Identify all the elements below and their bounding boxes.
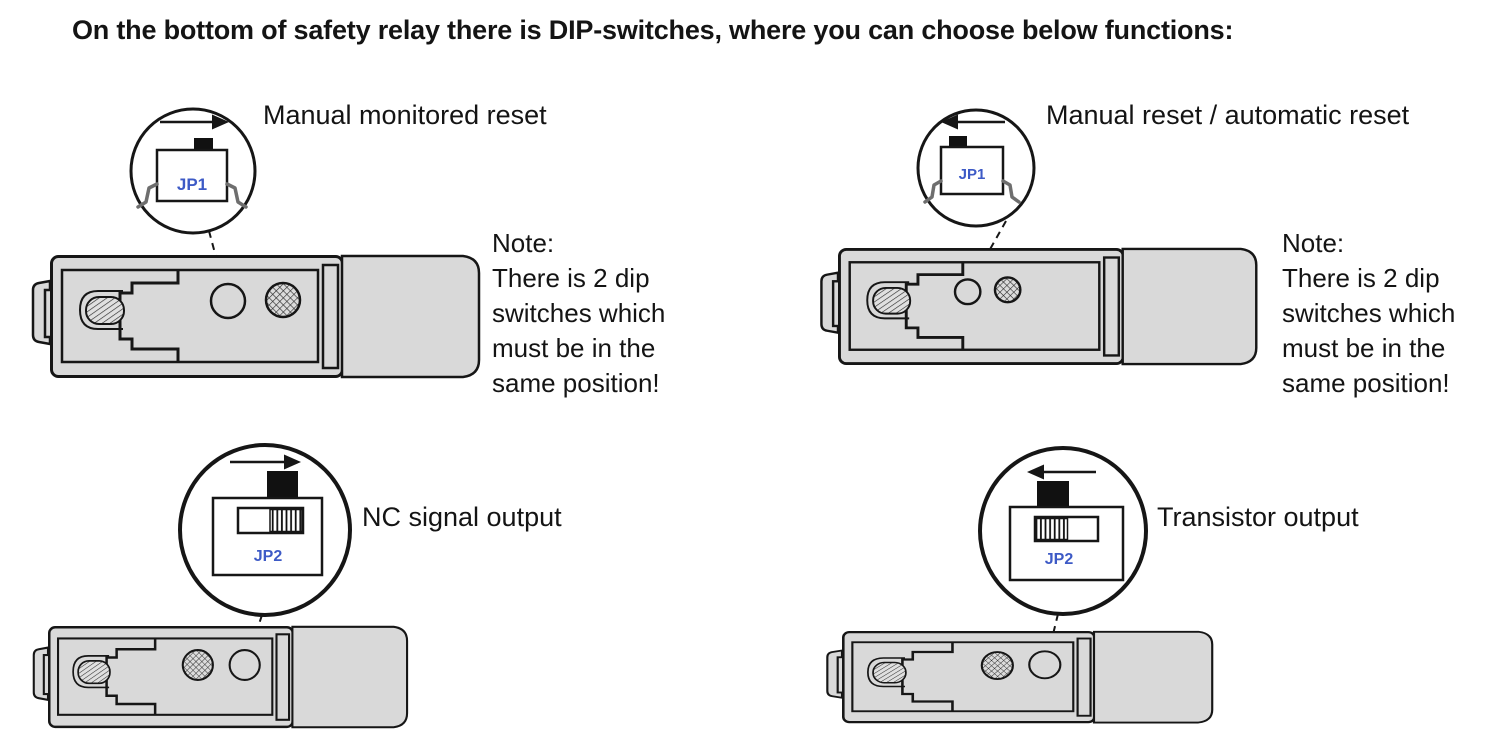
relay-hole-hatched <box>264 281 302 319</box>
figure-nc-signal-output: JP2 <box>32 443 409 729</box>
note-block-left: Note: There is 2 dip switches which must… <box>492 226 665 401</box>
note-line: There is 2 dip <box>1282 263 1440 293</box>
slide-switch-slider <box>1035 517 1069 541</box>
arrow-left-icon <box>1027 464 1096 480</box>
relay-hole-hatched <box>980 651 1014 680</box>
figure-label-manual-automatic-reset: Manual reset / automatic reset <box>1046 100 1410 130</box>
figure-manual-monitored-reset: JP1 <box>31 107 481 379</box>
switch-leg-right <box>1001 179 1021 204</box>
relay-hole-hatched <box>181 649 214 681</box>
figure-label-transistor-output: Transistor output <box>1157 502 1359 532</box>
page-title: On the bottom of safety relay there is D… <box>72 15 1234 45</box>
switch-leg-left <box>923 179 943 204</box>
relay-hole-plain <box>228 649 261 681</box>
note-line: same position! <box>492 368 660 398</box>
note-block-right: Note: There is 2 dip switches which must… <box>1282 226 1455 401</box>
note-line: must be in the <box>1282 333 1446 363</box>
relay-drawing-top-right <box>819 247 1258 366</box>
relay-drawing-bottom-right <box>826 630 1214 724</box>
dip-switch-knob <box>949 136 967 147</box>
dip-switch-body <box>155 148 229 203</box>
jumper-label: JP1 <box>959 166 986 183</box>
jumper-label: JP1 <box>177 175 207 194</box>
note-line: switches which <box>1282 298 1456 328</box>
arrow-left-icon <box>941 114 1005 130</box>
arrow-right-icon <box>160 114 229 130</box>
note-line: same position! <box>1282 368 1450 398</box>
figure-transistor-output: JP2 <box>826 446 1214 724</box>
note-line: Note: <box>1282 228 1345 258</box>
note-line: must be in the <box>492 333 656 363</box>
relay-hole-plain <box>953 278 982 306</box>
dip-switch-knob <box>194 138 213 150</box>
figure-label-nc-signal-output: NC signal output <box>362 502 562 532</box>
note-line: Note: <box>492 228 555 258</box>
jumper-label: JP2 <box>1045 551 1074 568</box>
figure-manual-automatic-reset: JP1 <box>819 108 1258 366</box>
arrow-right-icon <box>230 454 301 470</box>
relay-hole-plain <box>1028 650 1062 680</box>
slide-switch-knob <box>1037 481 1069 507</box>
relay-drawing-top-left <box>31 254 481 379</box>
jumper-label: JP2 <box>254 548 283 565</box>
note-line: switches which <box>492 298 666 328</box>
slide-switch-slider <box>269 508 303 533</box>
dip-switch-body <box>939 145 1005 196</box>
note-line: There is 2 dip <box>492 263 650 293</box>
switch-leg-right <box>225 182 248 209</box>
slide-switch-knob <box>267 471 298 498</box>
switch-leg-left <box>136 182 159 209</box>
relay-hole-hatched <box>993 276 1022 304</box>
relay-hole-plain <box>209 282 247 320</box>
relay-drawing-bottom-left <box>32 625 409 729</box>
figure-label-manual-monitored-reset: Manual monitored reset <box>263 100 547 130</box>
